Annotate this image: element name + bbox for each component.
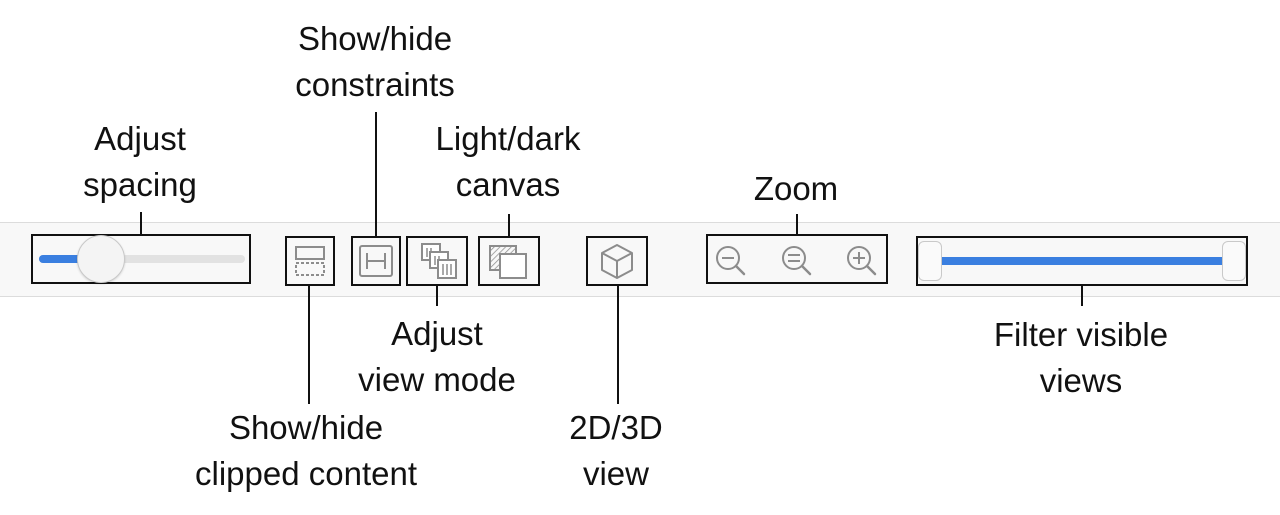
clipped-content-icon [295, 246, 325, 276]
clipped-content-button[interactable] [285, 236, 335, 286]
spacing-slider-knob[interactable] [76, 235, 125, 283]
canvas-appearance-button[interactable] [478, 236, 540, 286]
leader-filter-visible-views [1081, 286, 1083, 306]
leader-2d-3d-view [617, 286, 619, 404]
constraints-icon [359, 245, 393, 277]
cube-icon [601, 244, 633, 279]
view-mode-button[interactable] [406, 236, 468, 286]
filter-range-low-handle[interactable] [918, 241, 942, 281]
leader-show-hide-constraints [375, 112, 377, 236]
light-dark-canvas-icon [489, 245, 527, 279]
spacing-slider[interactable] [31, 234, 251, 284]
label-zoom: Zoom [753, 170, 839, 207]
leader-adjust-view-mode [436, 286, 438, 306]
zoom-icons [716, 246, 877, 276]
zoom-controls [706, 234, 888, 284]
constraints-button[interactable] [351, 236, 401, 286]
spacing-slider-fill [39, 255, 101, 263]
filter-range-fill [930, 257, 1234, 265]
leader-zoom [796, 214, 798, 234]
filter-range-high-handle[interactable] [1222, 241, 1246, 281]
zoom-fit-icon[interactable] [782, 246, 812, 276]
view-mode-icon [421, 243, 457, 279]
leader-clipped-content [308, 286, 310, 404]
leader-light-dark-canvas [508, 214, 510, 236]
filter-range-slider[interactable] [916, 236, 1248, 286]
2d-3d-view-button[interactable] [586, 236, 648, 286]
zoom-in-icon[interactable] [847, 246, 877, 276]
spacing-slider-track [39, 255, 245, 263]
zoom-out-icon[interactable] [716, 246, 746, 276]
leader-adjust-spacing [140, 212, 142, 234]
